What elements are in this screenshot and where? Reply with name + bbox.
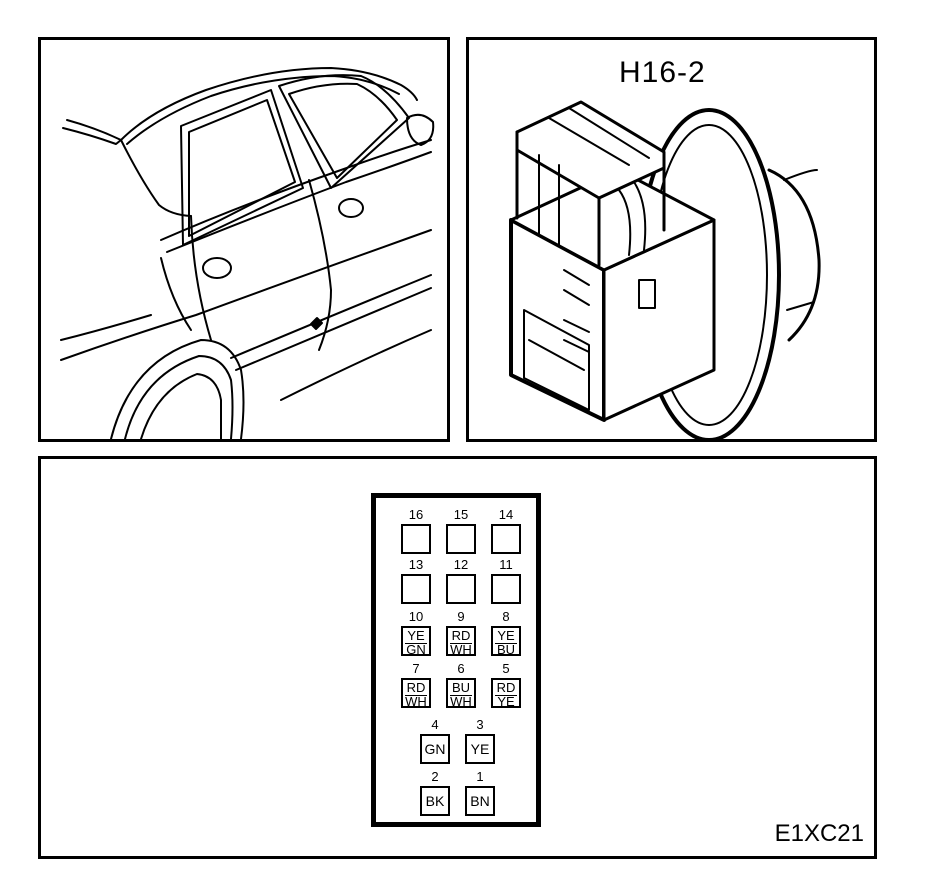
pin-number: 5 xyxy=(502,661,510,676)
pin-3: YE xyxy=(465,734,495,764)
car-location-panel xyxy=(38,37,450,442)
pin-14 xyxy=(491,524,521,554)
wire-color-label: YE xyxy=(407,628,425,643)
wire-color-label: GN xyxy=(405,642,427,657)
wire-color-label: RD xyxy=(496,680,516,695)
pin-number: 15 xyxy=(453,507,469,522)
pin-number: 14 xyxy=(498,507,514,522)
wire-color-label: RD xyxy=(451,628,471,643)
pin-number: 16 xyxy=(408,507,424,522)
pin-12 xyxy=(446,574,476,604)
wire-color-label: GN xyxy=(424,741,446,757)
connector-title: H16-2 xyxy=(619,56,706,89)
car-side-illustration xyxy=(60,67,435,439)
wire-color-label: WH xyxy=(405,694,427,709)
pin-number: 2 xyxy=(431,769,439,784)
pin-number: 9 xyxy=(457,609,465,624)
wire-color-label: BU xyxy=(451,680,471,695)
pin-15 xyxy=(446,524,476,554)
pin-11 xyxy=(491,574,521,604)
pin-16 xyxy=(401,524,431,554)
wire-color-label: BN xyxy=(470,793,490,809)
pin-number: 7 xyxy=(412,661,420,676)
pin-1: BN xyxy=(465,786,495,816)
pin-number: 12 xyxy=(453,557,469,572)
pin-number: 1 xyxy=(476,769,484,784)
wire-color-label: BU xyxy=(495,642,517,657)
pin-number: 4 xyxy=(431,717,439,732)
pin-13 xyxy=(401,574,431,604)
connector-view-panel: H16-2 xyxy=(466,37,877,442)
figure-code: E1XC21 xyxy=(774,820,864,847)
pin-number: 3 xyxy=(476,717,484,732)
pin-number: 13 xyxy=(408,557,424,572)
wire-color-label: YE xyxy=(495,695,517,708)
wire-color-label: WH xyxy=(450,642,472,657)
wire-color-label: WH xyxy=(450,694,472,709)
pin-number: 11 xyxy=(499,557,513,572)
wire-color-label: BK xyxy=(425,793,445,809)
wire-color-label: YE xyxy=(497,628,515,643)
pin-4: GN xyxy=(420,734,450,764)
wire-color-label: RD xyxy=(406,680,426,695)
connector-illustration xyxy=(509,100,821,439)
wire-color-label: YE xyxy=(470,741,490,757)
pin-number: 8 xyxy=(502,609,510,624)
pin-number: 6 xyxy=(457,661,465,676)
pin-2: BK xyxy=(420,786,450,816)
pin-number: 10 xyxy=(408,609,424,624)
